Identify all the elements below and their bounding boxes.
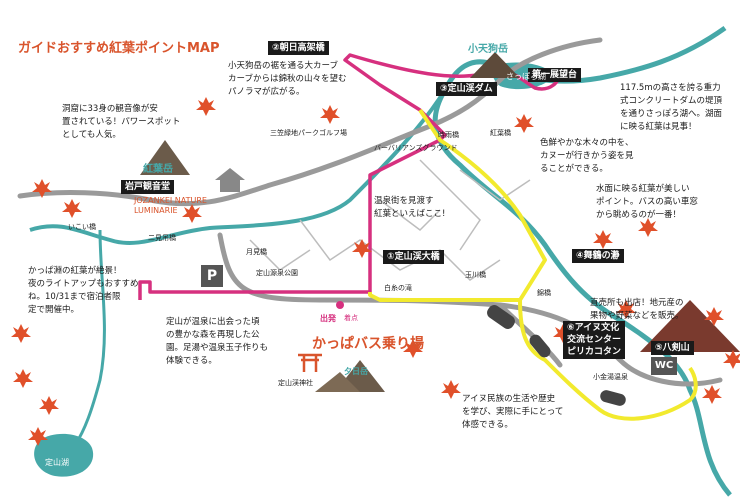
label-jozankei-jinja: 定山渓神社 <box>278 379 313 387</box>
note-park: 定山が温泉に出会った頃 の豊かな森を再現した公 園。足湯や温泉玉子作りも 体験で… <box>166 317 269 366</box>
label-ikoi-bashi: いこい橋 <box>68 223 96 231</box>
note-maizuru: 水面に映る紅葉が美しい ポイント。バスの高い車窓 から眺めるのが一番！ <box>596 184 698 220</box>
river-west <box>29 88 447 245</box>
lake-jozankeiko <box>34 433 94 477</box>
label-barbarians-ground: バーバリアンズグラウンド <box>374 144 458 152</box>
spot-hakkenzan[interactable]: ⑤八剣山 <box>651 341 694 355</box>
label-momiji-dake: 紅葉岳 <box>143 164 173 175</box>
mountain-hakken <box>640 300 740 352</box>
note-dam: 117.5mの高さを誇る重力 式コンクリートダムの堤頂 を通りさっぽろ湖へ。湖面… <box>620 83 723 132</box>
label-kotengu: 小天狗岳 <box>468 44 508 55</box>
label-yuhidake: 夕日岳 <box>344 367 368 376</box>
spot-iwato-kannondo[interactable]: 岩戸観音堂 <box>121 180 175 194</box>
label-tsukimi-bashi: 月見橋 <box>246 248 267 256</box>
label-sapporoko: さっぽろ湖 <box>506 72 546 81</box>
start-marker <box>336 301 344 309</box>
spot-asahi-kokakyo[interactable]: ②朝日高架橋 <box>268 41 329 55</box>
label-nature-luminarie: JOZANKEI NATURE LUMINARIE <box>134 196 207 215</box>
restroom-icon: WC <box>651 357 677 375</box>
kappa-bus-stop[interactable]: かっぱバス乗り場 <box>312 336 424 352</box>
label-koganeyu-onsen: 小金湯温泉 <box>593 373 628 381</box>
label-nishiki-bashi: 錦橋 <box>537 289 551 297</box>
label-start: 出発 <box>320 314 336 323</box>
temple-body <box>220 180 240 192</box>
note-canoe: 色鮮やかな木々の中を、 カヌーが行きかう姿を見 ることができる。 <box>540 138 634 174</box>
note-iwato: 洞窟に33身の観音像が安 置されている！パワースポット としても人気。 <box>62 104 181 140</box>
label-futami-tsuribashi: 二見吊橋 <box>148 234 176 242</box>
note-ohashi: 温泉街を見渡す 紅葉といえばここ! <box>374 196 446 219</box>
label-tamagawa-bashi: 玉川橋 <box>465 271 486 279</box>
label-gensen-koen: 定山源泉公園 <box>256 269 298 277</box>
note-kappabuchi: かっぱ淵の紅葉が絶景！ 夜のライトアップもおすすめ ね。10/31まで宿泊者限 … <box>28 266 139 315</box>
note-asahi: 小天狗岳の裾を通る大カーブ カーブからは錦秋の山々を望む パノラマが広がる。 <box>228 61 347 97</box>
spot-ainu-culture-center[interactable]: ⑥アイヌ文化 交流センター ピリカコタン <box>563 321 626 359</box>
river-south <box>73 229 106 446</box>
spot-maizuru-no-toro[interactable]: ④舞鶴の瀞 <box>572 249 624 263</box>
temple-icon <box>215 168 245 180</box>
label-jozankeiko-lake: 定山湖 <box>45 458 69 467</box>
note-hakkenzan: 直売所も出店！地元産の 果物や野菜などを販売。 <box>590 298 684 321</box>
label-goal: 着点 <box>344 314 358 322</box>
spot-jozankei-ohashi[interactable]: ①定山渓大橋 <box>383 250 444 264</box>
spot-jozankei-dam[interactable]: ③定山渓ダム <box>436 82 497 96</box>
label-shiraito-no-taki: 白糸の滝 <box>384 284 412 292</box>
map-title: ガイドおすすめ紅葉ポイントMAP <box>18 41 220 56</box>
note-ainu: アイヌ民族の生活や歴史 を学び、実際に手にとって 体感できる。 <box>462 394 564 430</box>
label-momiji-bashi: 紅葉橋 <box>490 129 511 137</box>
mountain-kotengu <box>470 52 520 78</box>
town-streets <box>249 159 531 281</box>
label-sankei-park-golf: 三笠緑地パークゴルフ場 <box>270 129 347 137</box>
parking-icon: P <box>201 265 223 287</box>
tunnels <box>487 305 626 406</box>
mountain-momiji <box>140 140 190 175</box>
torii-icon <box>298 353 322 372</box>
spot-daiichi-tenbodai[interactable]: 第一展望台 <box>528 68 582 82</box>
magenta-route <box>138 53 562 300</box>
label-shigure-bashi: 時雨橋 <box>438 131 459 139</box>
mountain-small <box>315 372 360 392</box>
yellow-route <box>368 108 698 421</box>
